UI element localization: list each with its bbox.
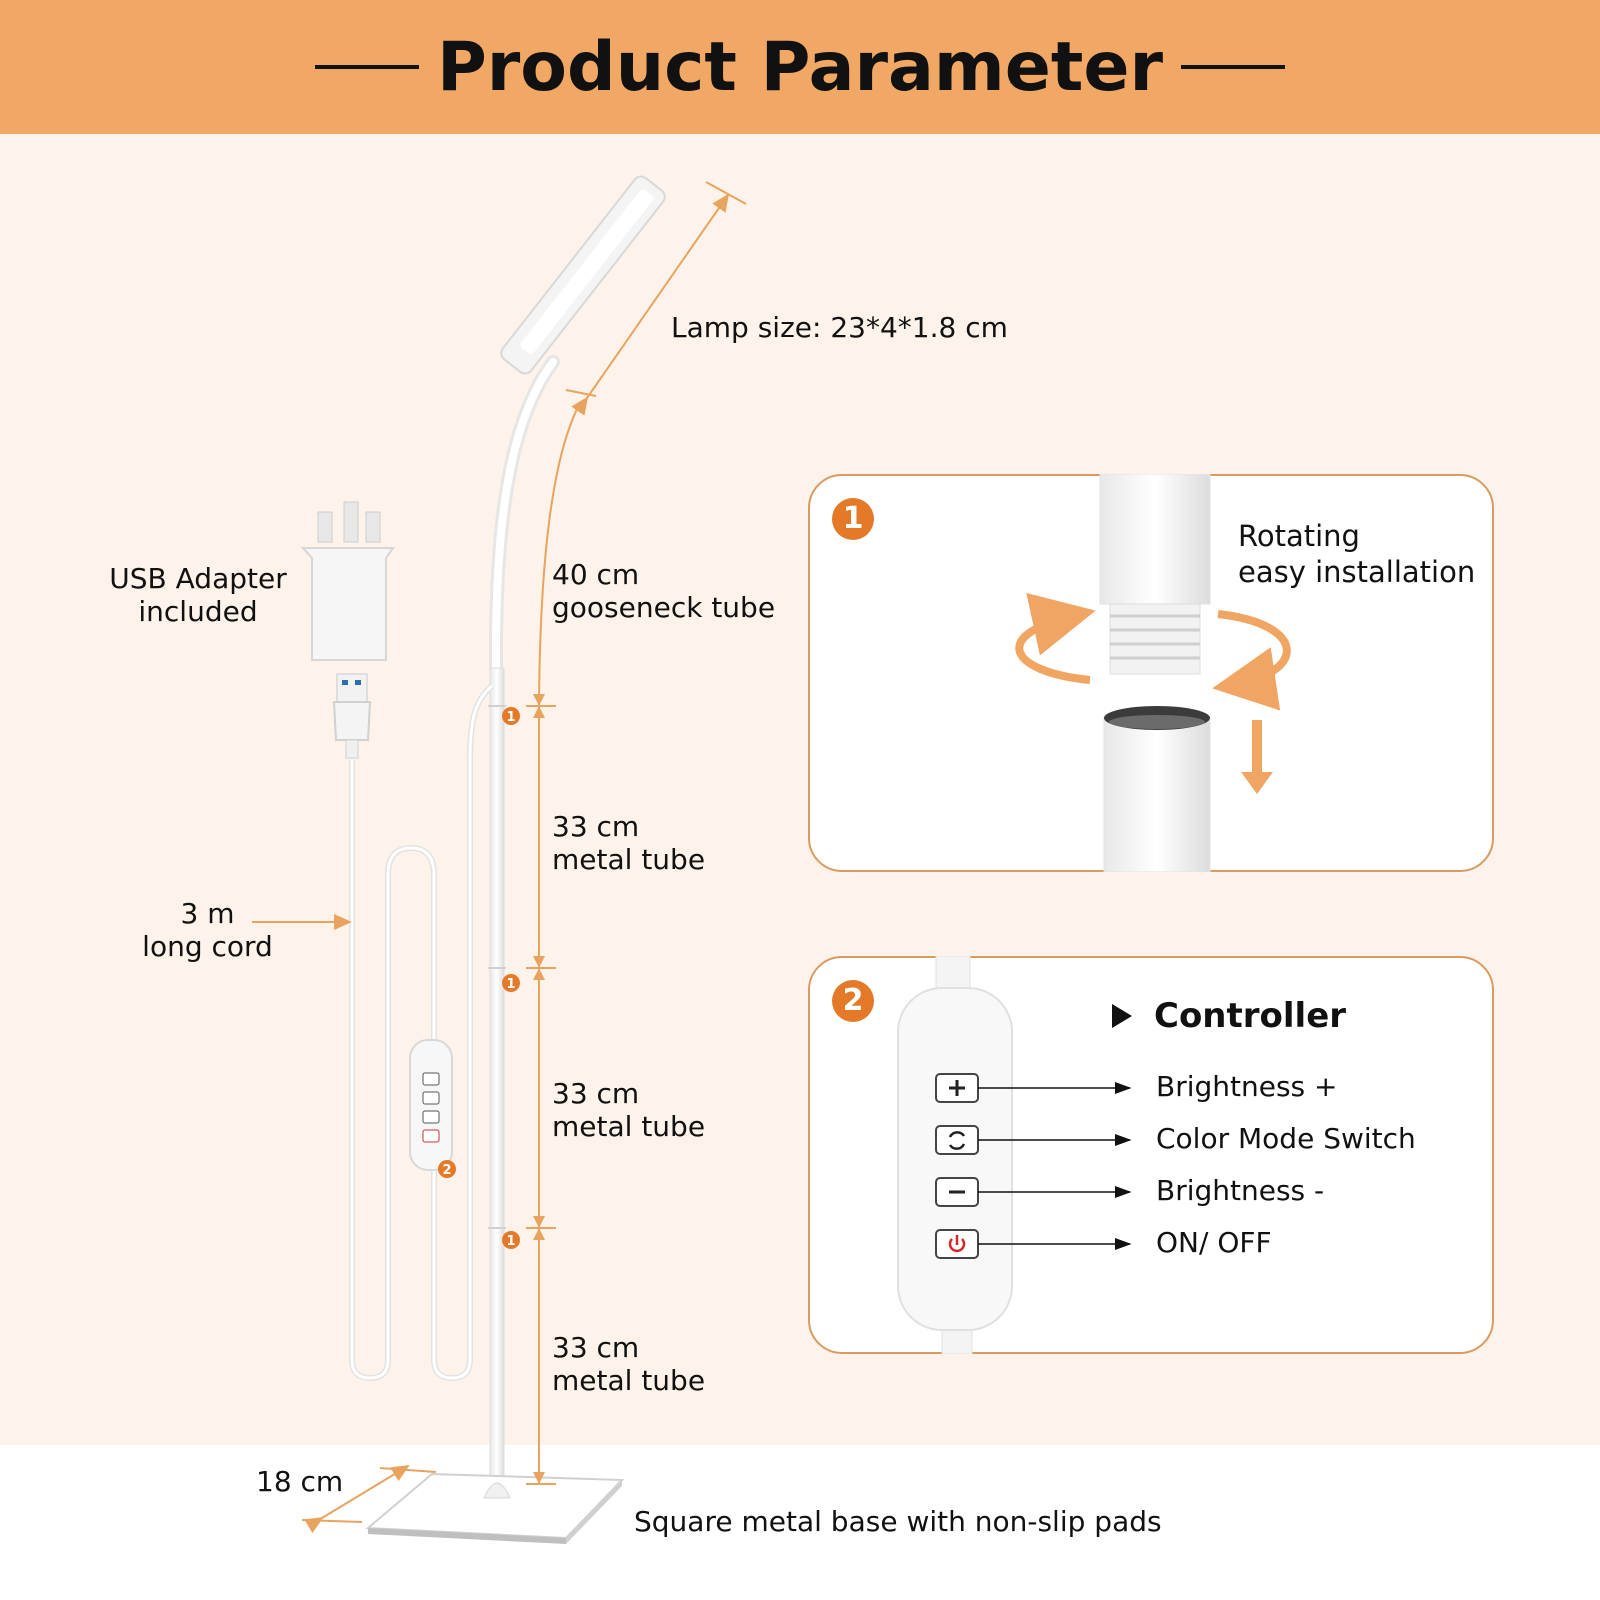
controller-title: Controller — [1154, 996, 1347, 1036]
joint-marker: 1 — [502, 974, 520, 992]
cord-length-label: 3 m long cord — [142, 897, 273, 963]
controller-marker: 2 — [438, 1160, 456, 1178]
svg-text:1: 1 — [506, 977, 515, 992]
base-width-dimension — [304, 1464, 410, 1534]
inline-controller — [409, 1039, 453, 1171]
metal-tube-2-label: 33 cm metal tube — [552, 1077, 706, 1143]
usb-adapter-label: USB Adapter included — [109, 562, 287, 628]
power-icon — [935, 1229, 979, 1259]
header-banner: Product Parameter — [0, 0, 1600, 134]
minus-icon — [935, 1177, 979, 1207]
installation-text: Rotating easy installation — [1238, 519, 1476, 589]
panel-number-badge: 2 — [832, 980, 874, 1022]
joint-marker: 1 — [502, 707, 520, 725]
color-mode-label: Color Mode Switch — [1156, 1122, 1416, 1155]
metal-tube-3-label: 33 cm metal tube — [552, 1331, 706, 1397]
height-dimension — [526, 406, 579, 1485]
panel-number-badge: 1 — [832, 498, 874, 540]
svg-text:1: 1 — [506, 710, 515, 725]
square-base — [365, 1472, 625, 1544]
bottom-white-band — [0, 1445, 1600, 1600]
gooseneck-label: 40 cm gooseneck tube — [552, 558, 776, 624]
svg-text:2: 2 — [442, 1163, 451, 1178]
metal-tube-1-label: 33 cm metal tube — [552, 810, 706, 876]
triangle-bullet-icon — [1112, 1004, 1132, 1028]
lamp-size-dimension — [571, 193, 730, 416]
joint-marker: 1 — [502, 1231, 520, 1249]
controller-panel: 2 — [808, 956, 1494, 1354]
plus-icon — [935, 1073, 979, 1103]
svg-text:1: 1 — [506, 1234, 515, 1249]
lamp-head — [500, 175, 666, 375]
base-width-label: 18 cm — [256, 1465, 344, 1498]
page-title: Product Parameter — [436, 27, 1164, 107]
header-rule-right — [1181, 65, 1286, 69]
brightness-up-label: Brightness + — [1156, 1070, 1338, 1103]
metal-pole — [489, 667, 505, 1501]
brightness-down-label: Brightness - — [1156, 1174, 1325, 1207]
power-label: ON/ OFF — [1156, 1226, 1272, 1259]
header-rule-left — [314, 65, 419, 69]
lamp-size-label: Lamp size: 23*4*1.8 cm — [671, 311, 1008, 344]
controller-illustration — [897, 956, 1132, 1354]
base-description-label: Square metal base with non-slip pads — [634, 1505, 1162, 1538]
cycle-icon — [935, 1125, 979, 1155]
installation-panel: 1 Rotating easy installation — [808, 474, 1494, 872]
installation-illustration — [1015, 474, 1291, 872]
usb-adapter — [300, 501, 395, 759]
